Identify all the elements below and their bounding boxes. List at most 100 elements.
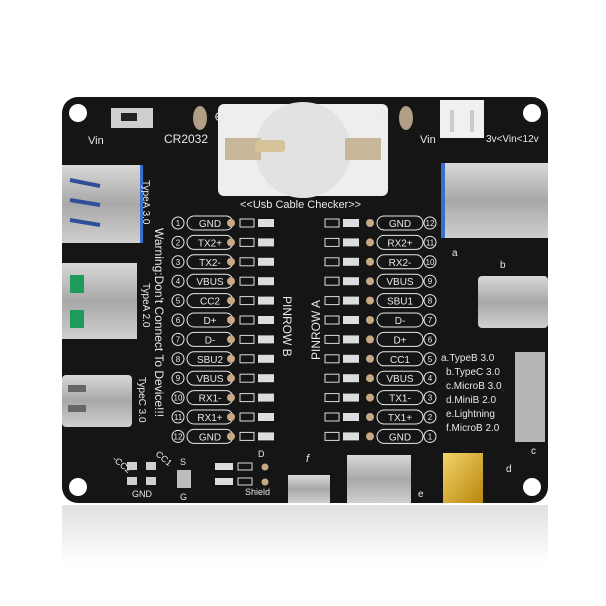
pin-number-ring	[423, 429, 437, 443]
legend-item: a.TypeB 3.0	[441, 353, 495, 364]
pin-row-b: 12 GND	[171, 428, 274, 444]
pcb-board	[62, 97, 548, 503]
test-pad	[366, 296, 374, 305]
pin-label-outline	[376, 331, 424, 347]
pin-number-ring	[171, 391, 185, 405]
resistor	[324, 315, 340, 325]
minib2-port-d[interactable]	[443, 453, 483, 503]
test-pad	[227, 257, 235, 266]
resistor	[324, 373, 340, 383]
port-mark-e: e	[418, 489, 424, 500]
pin-label: D+	[203, 316, 216, 327]
legend-item: c.MicroB 3.0	[446, 381, 502, 392]
pin-number: 6	[176, 316, 181, 325]
microb2-port-f[interactable]	[288, 475, 330, 503]
legend-item: d.MiniB 2.0	[446, 395, 496, 406]
pin-label: TX2-	[199, 258, 221, 269]
pin-number-ring	[171, 429, 185, 443]
pin-number-ring	[423, 216, 437, 230]
pin-label: GND	[199, 432, 221, 443]
board-title: <<Usb Cable Checker>>	[240, 199, 361, 211]
pin-label-outline	[376, 428, 424, 444]
pin-label: D+	[393, 335, 406, 346]
pin-label: RX2+	[387, 238, 412, 249]
vin-slide-switch[interactable]	[111, 108, 153, 128]
port-legend: a.TypeB 3.0 b.TypeC 3.0 c.MicroB 3.0 d.M…	[441, 353, 502, 434]
test-pad	[366, 374, 374, 383]
resistor	[324, 334, 340, 344]
pin-label-outline	[376, 351, 424, 367]
resistor	[239, 276, 255, 286]
pin-number: 11	[426, 238, 435, 247]
test-pad	[366, 277, 374, 286]
legend-item: f.MicroB 2.0	[446, 423, 500, 434]
test-pad	[227, 316, 235, 324]
typeb3-port-a[interactable]	[441, 163, 548, 238]
pin-number-ring	[423, 352, 437, 366]
pin-row-a: 6D+	[324, 331, 437, 347]
test-pad	[366, 316, 374, 324]
pin-label-outline	[376, 215, 424, 231]
pin-number-ring	[171, 352, 185, 366]
test-pad	[366, 354, 374, 363]
resistor	[239, 218, 255, 228]
pin-number-ring	[171, 255, 185, 269]
led	[343, 296, 359, 305]
minus-symbol: ⊖	[214, 108, 226, 124]
lightning-port-e[interactable]	[347, 455, 411, 503]
resistor	[324, 237, 340, 247]
vin-range-label: 3v<Vin<12v	[486, 134, 539, 145]
pin-number-ring	[423, 332, 437, 346]
led	[343, 335, 359, 344]
s-label: S	[180, 457, 186, 467]
typec3-port-b[interactable]	[478, 276, 548, 328]
port-mark-f: f	[306, 453, 310, 465]
typea2-port[interactable]	[62, 263, 137, 339]
board-reflection	[62, 505, 548, 565]
led	[343, 374, 359, 383]
led	[343, 413, 359, 421]
test-pad	[227, 354, 235, 363]
resistor	[239, 237, 255, 247]
resistor	[239, 412, 255, 422]
pin-number: 12	[174, 432, 183, 441]
pin-label: TX1-	[389, 394, 411, 405]
pinrow-a-label: PINROW A	[309, 300, 323, 360]
resistor	[324, 218, 340, 228]
resistor	[239, 354, 255, 364]
pin-label: SBU2	[197, 355, 224, 366]
pin-label: VBUS	[386, 277, 414, 288]
typea3-port[interactable]	[62, 165, 143, 243]
pin-number: 12	[426, 219, 435, 228]
led	[343, 219, 359, 227]
legend-item: e.Lightning	[446, 409, 495, 420]
test-pad	[227, 238, 235, 247]
test-pad	[366, 413, 374, 421]
pin-label: VBUS	[196, 277, 224, 288]
led	[258, 354, 274, 363]
pin-number: 7	[428, 316, 433, 325]
pin-number: 3	[428, 394, 433, 403]
vin-jst-connector[interactable]	[440, 100, 484, 138]
led	[343, 432, 359, 441]
d-label: D	[258, 449, 265, 459]
port-mark-d: d	[506, 464, 512, 475]
microb3-port-c[interactable]	[515, 352, 545, 442]
led	[343, 316, 359, 324]
pin-number-ring	[171, 332, 185, 346]
pin-number: 8	[428, 297, 433, 306]
led	[343, 238, 359, 247]
pin-label-outline	[376, 409, 424, 425]
pin-label: SBU1	[387, 297, 414, 308]
typec3-port-left[interactable]	[62, 375, 132, 427]
resistor	[324, 276, 340, 286]
pin-number: 11	[174, 413, 183, 422]
pin-number: 10	[174, 394, 183, 403]
pin-label-outline	[376, 234, 424, 250]
pin-row-a: 11 RX2+	[324, 234, 437, 250]
pin-number-ring	[423, 274, 437, 288]
pin-number: 3	[176, 258, 181, 267]
